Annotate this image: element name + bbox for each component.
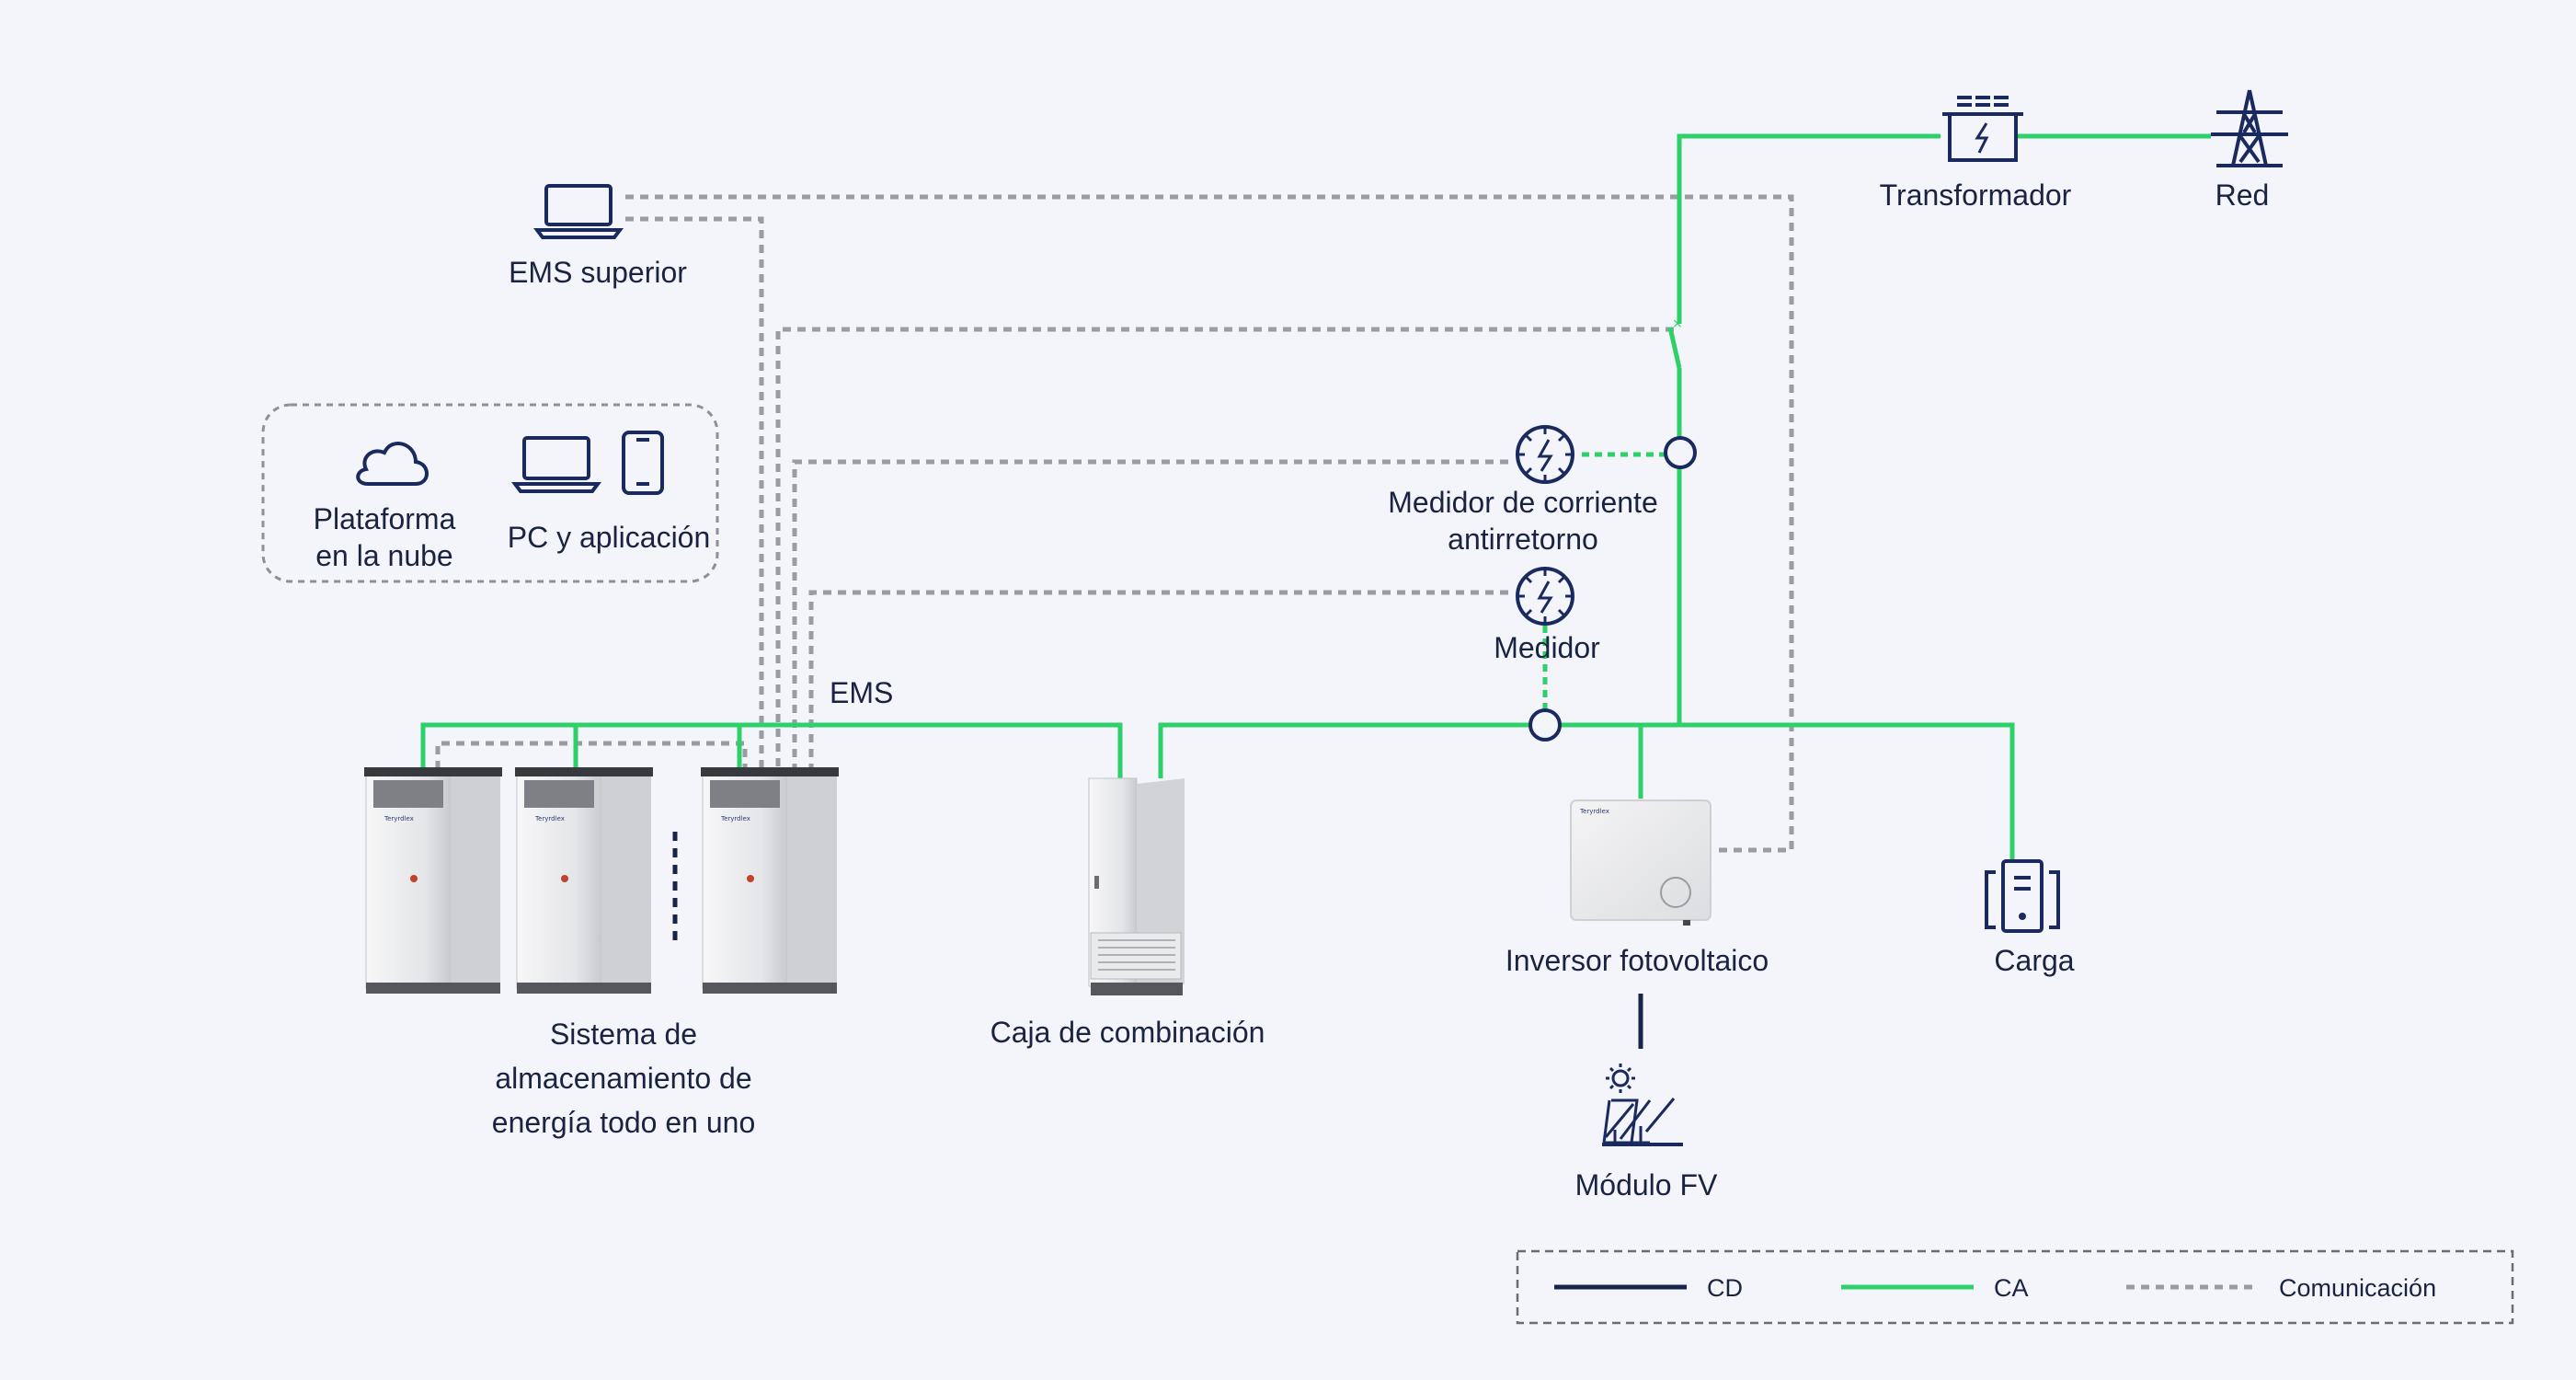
cloud-group-box	[261, 403, 719, 583]
cloud-icon	[356, 442, 429, 486]
storage-cabinet-2: Teryrdlex	[515, 767, 653, 994]
storage-system-label-line1: Sistema de	[549, 1018, 698, 1051]
meter-label: Medidor	[1494, 631, 1600, 664]
switch-cross: ×	[1672, 316, 1683, 331]
storage-cabinet-3: Teryrdlex	[701, 767, 839, 994]
storage-cabinet-1: Teryrdlex	[364, 767, 502, 994]
ems-label: EMS	[830, 676, 894, 709]
pv-module-label: Módulo FV	[1574, 1168, 1718, 1202]
solar-panel-icon	[1602, 1064, 1683, 1146]
storage-system-label: Sistema de almacenamiento de energía tod…	[492, 1012, 755, 1144]
legend-comm-label: Comunicación	[2279, 1274, 2437, 1302]
meter-taps	[1542, 452, 1665, 710]
load-label: Carga	[1994, 944, 2075, 977]
cloud-platform-label-line1: Plataforma	[313, 502, 456, 535]
anti-backflow-meter-label-line1: Medidor de corriente	[1388, 486, 1658, 519]
ct-ring-anti	[1664, 436, 1697, 469]
legend-ac-label: CA	[1994, 1274, 2029, 1302]
anti-backflow-meter-label: Medidor de corriente antirretorno	[1388, 484, 1657, 558]
meter-icon	[1516, 567, 1574, 626]
combiner-box	[1088, 777, 1185, 995]
svg-text:Teryrdlex: Teryrdlex	[720, 815, 750, 822]
legend-box	[1516, 1249, 2514, 1325]
cloud-platform-label-line2: en la nube	[315, 539, 453, 572]
pv-inverter: Teryrdlex	[1570, 799, 1712, 926]
anti-backflow-meter-label-line2: antirretorno	[1448, 523, 1598, 556]
load-icon	[1985, 859, 2060, 933]
pc-app-label: PC y aplicación	[507, 521, 711, 554]
meter-icon-anti	[1516, 425, 1574, 484]
communication-lines	[435, 194, 1794, 853]
transformer-label: Transformador	[1879, 178, 2072, 212]
pv-inverter-label: Inversor fotovoltaico	[1505, 944, 1769, 977]
phone-icon	[622, 431, 664, 495]
transmission-tower-icon	[2211, 89, 2288, 167]
svg-text:Teryrdlex: Teryrdlex	[534, 815, 565, 822]
ems-superior-label: EMS superior	[509, 256, 687, 289]
storage-system-label-line3: energía todo en uno	[491, 1106, 756, 1139]
storage-system-label-line2: almacenamiento de	[495, 1062, 752, 1095]
transformer-icon	[1942, 96, 2023, 162]
laptop-icon	[533, 184, 624, 239]
grid-label: Red	[2215, 178, 2270, 212]
combiner-box-label: Caja de combinación	[990, 1016, 1265, 1049]
cloud-platform-label: Plataforma en la nube	[314, 500, 456, 574]
svg-text:Teryrdlex: Teryrdlex	[384, 815, 414, 822]
svg-text:Teryrdlex: Teryrdlex	[1579, 808, 1609, 815]
legend-dc-label: CD	[1707, 1274, 1743, 1302]
ac-lines	[420, 133, 2211, 861]
laptop-small-icon	[511, 436, 601, 493]
ct-ring-meter	[1528, 708, 1562, 742]
